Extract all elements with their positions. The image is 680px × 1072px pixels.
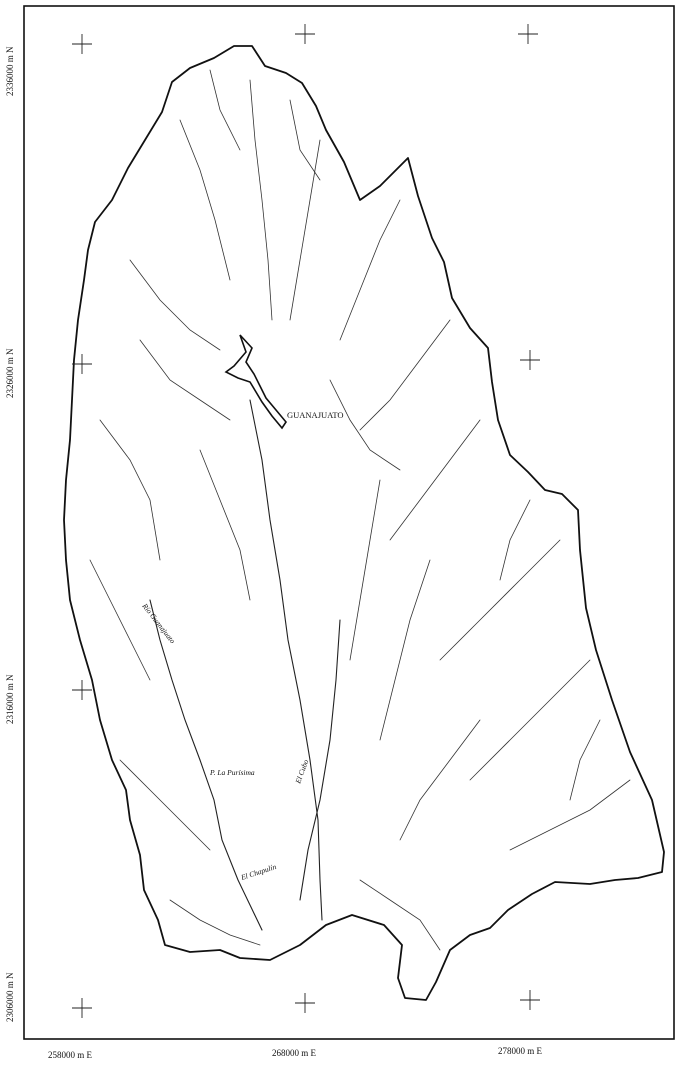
place-label-la-purisima: P. La Purísima [209, 768, 255, 777]
stream [99, 419, 161, 561]
stream [389, 419, 481, 541]
map-frame [23, 5, 675, 1040]
stream [349, 479, 381, 661]
stream [509, 779, 631, 851]
stream-el-cubo [299, 619, 341, 901]
grid-cross [295, 993, 315, 1013]
place-label-guanajuato: GUANAJUATO [287, 410, 344, 420]
easting-label: 278000 m E [498, 1046, 543, 1056]
grid-cross [518, 24, 538, 44]
stream [469, 659, 591, 781]
grid-cross [72, 680, 92, 700]
stream [399, 719, 481, 841]
stream [179, 119, 231, 281]
northing-label: 2326000 m N [5, 348, 15, 398]
stream [289, 99, 321, 181]
stream [249, 79, 273, 321]
stream [569, 719, 601, 801]
grid-cross [72, 998, 92, 1018]
grid-cross [72, 34, 92, 54]
stream [199, 449, 251, 601]
northing-label: 2306000 m N [5, 972, 15, 1022]
stream [119, 759, 211, 851]
stream [129, 259, 221, 351]
stream [209, 69, 241, 151]
stream [379, 559, 431, 741]
stream [289, 139, 321, 321]
basin-outline [63, 45, 665, 1001]
stream-main-west [149, 599, 263, 931]
easting-label: 268000 m E [272, 1048, 317, 1058]
stream [329, 379, 401, 471]
stream [359, 879, 441, 951]
stream [499, 499, 531, 581]
stream [139, 339, 231, 421]
grid-cross [520, 990, 540, 1010]
grid-cross [520, 350, 540, 370]
grid-cross [72, 354, 92, 374]
reservoir [224, 334, 287, 430]
stream [169, 899, 261, 946]
stream [439, 539, 561, 661]
stream-network [89, 69, 631, 951]
grid-cross [295, 24, 315, 44]
stream [89, 559, 151, 681]
stream-main-center [249, 399, 323, 921]
easting-label: 258000 m E [48, 1050, 93, 1060]
northing-label: 2336000 m N [5, 46, 15, 96]
stream [339, 199, 401, 341]
northing-label: 2316000 m N [5, 674, 15, 724]
stream [359, 319, 451, 431]
